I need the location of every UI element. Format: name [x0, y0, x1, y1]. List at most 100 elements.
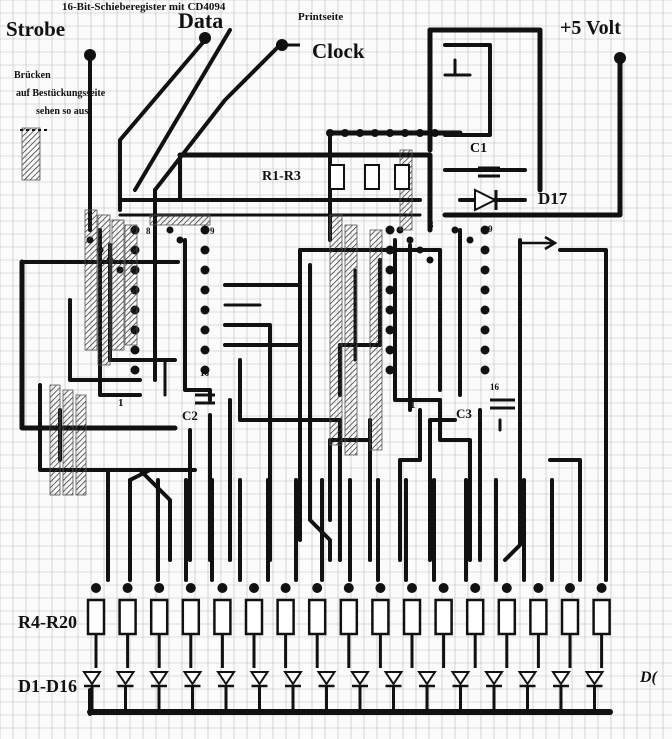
- ic-pad: [200, 365, 210, 375]
- resistor-pad: [375, 583, 386, 593]
- jumper-bridge: [49, 384, 61, 496]
- trace: [442, 57, 623, 218]
- ic-pad: [406, 236, 414, 244]
- trace: [428, 418, 457, 562]
- diagram-title: 16-Bit-Schieberegister mit CD4094: [62, 1, 226, 13]
- resistor-pad: [217, 583, 228, 593]
- resistor-pad: [470, 583, 481, 593]
- supply-pad: [416, 129, 424, 137]
- margin-note: D(: [639, 669, 659, 686]
- jumper-bridge: [111, 219, 125, 351]
- resistor: [529, 598, 548, 636]
- resistor-pad: [501, 583, 512, 593]
- trace: [443, 43, 492, 137]
- resistor-r1-r3: [329, 164, 345, 190]
- ic-pad: [466, 236, 474, 244]
- resistor-pad: [438, 583, 449, 593]
- resistor-pad: [249, 583, 259, 593]
- ic-pad: [480, 265, 490, 275]
- resistor-pad: [154, 583, 165, 593]
- label-d1-d16: D1-D16: [18, 676, 77, 696]
- resistor: [307, 598, 327, 636]
- ic-pad: [200, 285, 210, 295]
- led-diode: [450, 671, 471, 686]
- ic-pad: [416, 246, 424, 254]
- led-diode: [149, 671, 169, 686]
- ic-pad: [385, 305, 395, 315]
- resistor-pad: [185, 583, 196, 593]
- input-terminal: [614, 52, 626, 64]
- supply-pad: [356, 129, 364, 137]
- label-r4-r20: R4-R20: [18, 612, 77, 632]
- label-clock: Clock: [312, 39, 365, 63]
- jumper-bridge: [84, 209, 98, 351]
- trace: [38, 383, 197, 472]
- output-arrow: [520, 235, 558, 251]
- ic-pad: [385, 225, 395, 235]
- resistor-pad: [91, 583, 101, 593]
- pin-label-9-left: 9: [210, 226, 215, 236]
- led-diode: [584, 671, 605, 686]
- led-diode: [82, 671, 102, 686]
- ic-pad: [200, 225, 210, 235]
- ic-pad: [451, 226, 459, 234]
- resistor-pad: [565, 583, 575, 593]
- trace: [503, 238, 522, 562]
- trace: [558, 248, 608, 542]
- led-diode: [551, 671, 571, 686]
- jumper-bridges: [20, 127, 413, 496]
- led-array-d1-d16: [82, 671, 605, 712]
- input-terminal: [199, 32, 211, 44]
- resistor: [276, 598, 295, 636]
- pin-label-1-left: 1: [118, 397, 124, 409]
- label-c2: C2: [182, 408, 198, 423]
- led-diode: [115, 671, 136, 686]
- resistor-pad: [596, 583, 607, 593]
- diagram-subtitle: Printseite: [298, 11, 343, 23]
- ic-pads: [86, 129, 490, 375]
- jumper-bridge: [97, 214, 111, 366]
- pin-label-16-right: 16: [490, 382, 500, 392]
- ic-pad: [166, 226, 174, 234]
- trace: [548, 458, 582, 562]
- resistor: [497, 598, 517, 636]
- supply-pad: [401, 129, 409, 137]
- trace: [19, 259, 178, 431]
- trace: [443, 58, 472, 77]
- ic-pad: [130, 365, 140, 375]
- trace: [398, 408, 422, 562]
- supply-pad: [386, 129, 394, 137]
- misc-components: [84, 32, 626, 410]
- resistor: [86, 598, 106, 636]
- label-r1-r3: R1-R3: [262, 169, 301, 184]
- ic-pad: [480, 245, 490, 255]
- trace: [138, 468, 172, 562]
- resistor-pad: [533, 583, 544, 593]
- resistor: [434, 598, 453, 636]
- trace: [177, 152, 433, 233]
- label-c3: C3: [456, 406, 472, 421]
- resistor-pad: [407, 583, 417, 593]
- resistor: [402, 598, 422, 636]
- resistor: [213, 598, 232, 636]
- trace: [128, 468, 152, 482]
- ic-pad: [480, 325, 490, 335]
- jumper-bridge: [149, 214, 211, 226]
- resistor-pad: [280, 583, 291, 593]
- supply-pad: [371, 129, 379, 137]
- led-diode: [316, 671, 337, 686]
- supply-pad: [431, 129, 439, 137]
- pin-label-9-right: 9: [488, 224, 493, 234]
- led-diode: [417, 671, 437, 686]
- resistor-r1-r3: [364, 164, 380, 190]
- led-diode: [182, 671, 203, 686]
- led-diode: [283, 671, 303, 686]
- resistor-r1-r3: [394, 164, 410, 190]
- ic-pad: [385, 365, 395, 375]
- ic-pad: [480, 285, 490, 295]
- label-supply: +5 Volt: [560, 17, 621, 39]
- resistor: [339, 598, 359, 636]
- bridge-note-2: auf Bestückungsseite: [16, 88, 106, 99]
- trace: [68, 298, 142, 382]
